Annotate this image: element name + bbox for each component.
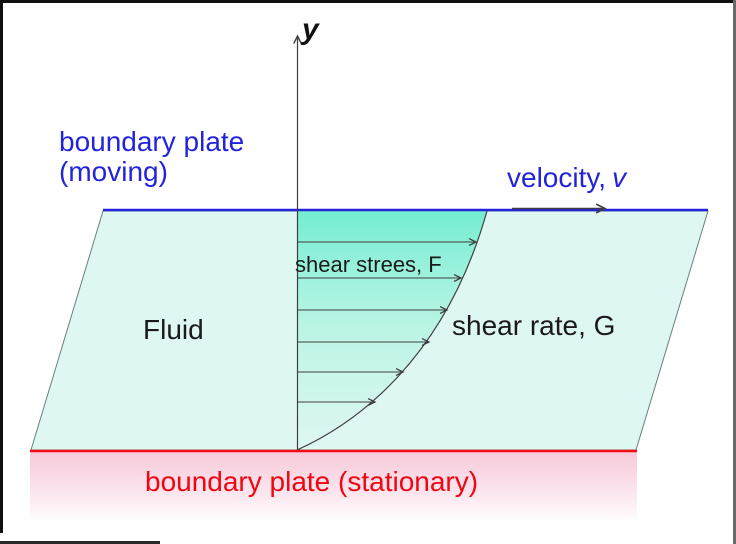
- frame-bottom-border: [0, 541, 160, 544]
- velocity-label-text: velocity,: [507, 162, 607, 193]
- shear-rate-label: shear rate, G: [452, 310, 616, 341]
- moving-plate-label-line1: boundary plate: [59, 126, 245, 157]
- frame-left-border: [0, 0, 3, 533]
- fluid-label: Fluid: [143, 314, 204, 345]
- shear-stress-label: shear strees, F: [295, 252, 442, 277]
- frame-top-border: [0, 0, 736, 3]
- velocity-profile-wedge: [297, 211, 487, 450]
- velocity-symbol: v: [612, 162, 627, 193]
- moving-plate-label: boundary plate (moving): [59, 126, 245, 188]
- velocity-label: velocity,v: [507, 162, 627, 193]
- moving-plate-label-line2: (moving): [59, 156, 168, 188]
- frame-right-border: [733, 0, 736, 544]
- stationary-plate-label: boundary plate (stationary): [145, 466, 479, 497]
- shear-arrows: [297, 237, 478, 407]
- velocity-profile-curve: [296, 210, 488, 451]
- stationary-plate-glow: [30, 452, 637, 522]
- y-axis-label: y: [302, 13, 319, 46]
